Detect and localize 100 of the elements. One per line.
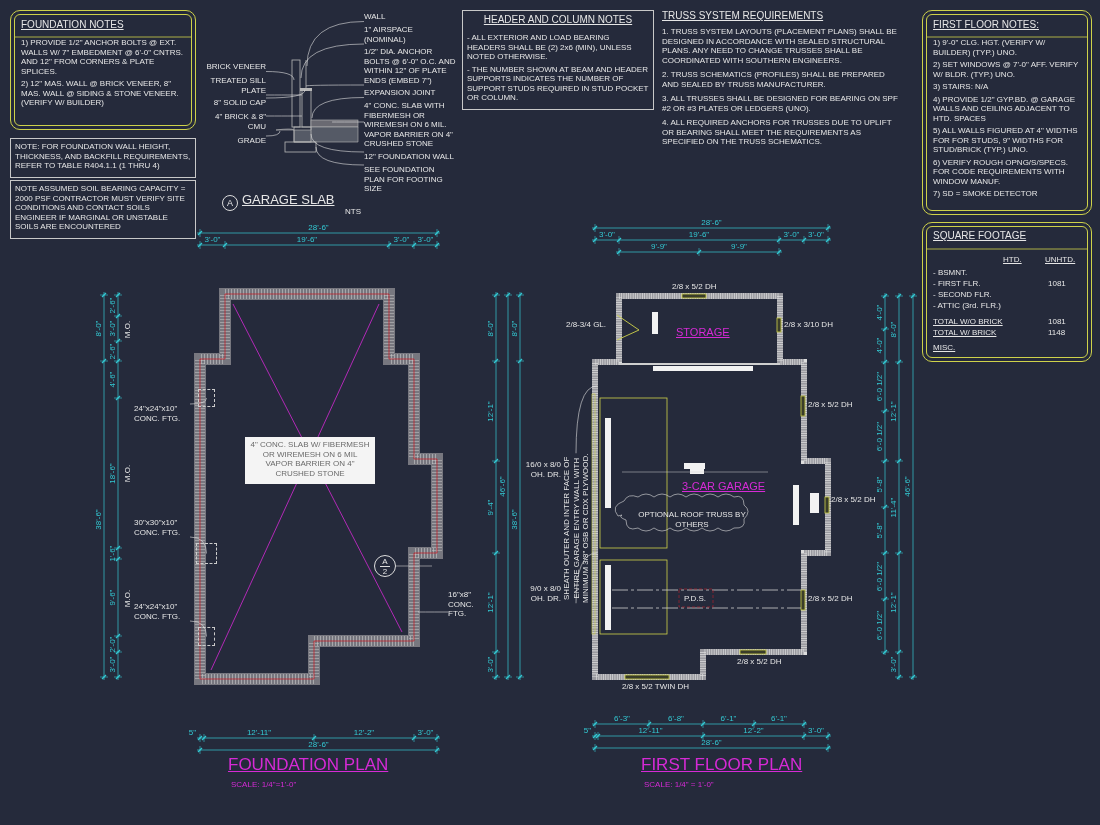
callout-text: GRADE [198, 136, 266, 146]
dimension-note: M.O. [122, 464, 132, 482]
dimension-text: 8'-0" [93, 320, 103, 336]
dimension-text: 46'-6" [497, 475, 507, 497]
dimension-text: 12'-11" [638, 726, 663, 735]
leader-line [575, 552, 598, 604]
note-text: 3. ALL TRUSSES SHALL BE DESIGNED FOR BEARING ON SPF #2 OR #3 PLATES OR LEDGERS (UNO). [662, 94, 899, 113]
callout-text: EXPANSION JOINT [364, 88, 456, 98]
table-text: - SECOND FLR. [933, 290, 992, 300]
notes-panel [10, 10, 196, 130]
note-text: 4" CONC. SLAB W/ FIBERMESH OR WIREMESH ON 6 MIL VAPOR BARRIER ON 4" CRUSHED STONE [249, 440, 371, 478]
notes-heading: SQUARE FOOTAGE [933, 231, 1027, 241]
dimension-text: 19'-6" [296, 235, 318, 244]
window-label: 2/8 x 5/2 DH [737, 657, 782, 667]
dimension-text: 8'-0" [509, 320, 519, 336]
dimension-text: 8'-0" [485, 320, 495, 336]
window-label: 2/8 x 5/2 DH [672, 282, 717, 292]
dimension-text: 12'-11" [246, 728, 272, 737]
dimension-text: 2'-0" [107, 636, 117, 652]
callout-text: 4" CONC. SLAB WITH FIBERMESH OR WIREMESH ON 6 MIL. VAPOR BARRIER ON 4" CRUSHED STONE [364, 101, 456, 149]
dimension-text: 3'-0" [599, 230, 615, 239]
dimension-text: 11'-4" [888, 497, 898, 517]
section-marker [374, 555, 396, 577]
note-text: - ALL EXTERIOR AND LOAD BEARING HEADERS SHALL BE (2) 2x6 (MIN), UNLESS NOTED OTHERWISE. [467, 33, 633, 62]
leader-line [311, 97, 365, 119]
dimension-text: 1'-6" [107, 545, 117, 562]
window-label: 2/8 x 5/2 DH [808, 400, 853, 410]
callout-text: 12" FOUNDATION WALL [364, 152, 456, 162]
callout-text: 24"x24"x10" CONC. FTG. [134, 404, 190, 423]
leader-line [265, 89, 306, 99]
leader-line [189, 397, 207, 405]
dimension-text: 3'-0" [485, 656, 495, 673]
dimension-text: 3'-0" [204, 235, 221, 244]
door-label: 9/0 x 8/0 OH. DR. [529, 584, 561, 603]
dimension-text: 18'-6" [107, 462, 117, 484]
note-text: 1. TRUSS SYSTEM LAYOUTS (PLACEMENT PLANS) SHALL BE DESIGNED IN ACCORDANCE WITH SEALED STRUCTURAL PLANS. ANY NEED TO CHANGE TRUSSES SHALL BE COORDINATED WITH SOUTHERN ENGINEERS. [662, 27, 898, 65]
dimension-text: 12'-1" [485, 592, 495, 613]
note-text: - THE NUMBER SHOWN AT BEAM AND HEADER SUPPORTS INDICATES THE NUMBER OF SUPPORT STUDS REQUIRED IN STUD POCKET OR COLUMN. [467, 64, 649, 103]
note-box [462, 10, 654, 110]
leader-line [265, 71, 295, 81]
plan-note: P.D.S. [684, 594, 707, 604]
table-text: - FIRST FLR. [933, 279, 981, 289]
leader-line [417, 611, 449, 613]
notes-panel [922, 222, 1092, 362]
note-text: 4) PROVIDE 1/2" GYP.BD. @ GARAGE WALLS AND CEILING ADJACENT TO HTD. SPACES [933, 94, 1076, 123]
dimension-text: 5" [188, 728, 196, 737]
dimension-text: 12'-2" [743, 726, 764, 735]
note-text: NOTE: FOR FOUNDATION WALL HEIGHT, THICKNESS, AND BACKFILL REQUIREMENTS, REFER TO TABLE R404.1.1 (1 THRU 4) [15, 142, 191, 171]
window-label: 2/8 x 5/2 DH [831, 495, 876, 505]
dimension-text: 12'-2" [353, 728, 375, 737]
callout-text: 1/2" DIA. ANCHOR BOLTS @ 6'-0" O.C. AND WITHIN 12" OF PLATE ENDS (EMBED 7") [364, 47, 456, 85]
dimension-text: 5'-8" [874, 522, 884, 538]
callout-text: 8" SOLID CAP [198, 98, 266, 108]
dimension-note: M.O. [122, 320, 132, 338]
leader-line [575, 385, 598, 454]
leader-line [306, 21, 365, 67]
dimension-text: 28'-6" [701, 218, 722, 227]
scale-note: SCALE: 1/4" = 1'-0" [644, 780, 714, 790]
dimension-text: 3'-0" [783, 230, 800, 239]
leader-line [315, 146, 365, 166]
wall-section-drawing [274, 58, 360, 154]
dimension-text: 4'-0" [874, 337, 884, 354]
dimension-text: 6'-0 1/2" [874, 371, 884, 402]
dimension-text: 9'-6" [107, 589, 117, 606]
dimension-text: 3'-0" [107, 320, 117, 337]
note-text: 2) SET WINDOWS @ 7'-0" AFF. VERIFY W/ BLDR. (TYP.) UNO. [933, 60, 1080, 79]
dimension-text: 6'-0 1/2" [874, 610, 884, 641]
table-text: TOTAL W/ BRICK [933, 328, 997, 338]
dimension-text: 6'-1" [720, 714, 737, 723]
dimension-text: 12'-1" [888, 401, 898, 422]
detail-title: GARAGE SLAB [242, 193, 335, 208]
marker-text: A [380, 557, 390, 567]
callout-text: 1" AIRSPACE (NOMINAL) [364, 25, 456, 44]
scale-note: NTS [345, 207, 361, 217]
dimension-text: 6'-1" [771, 714, 787, 723]
table-text: UNHTD. [1045, 255, 1076, 265]
table-text: HTD. [1003, 255, 1022, 265]
dimension-text: 6'-8" [668, 714, 684, 723]
dimension-text: 2'-6" [107, 343, 117, 359]
window-label: 2/8-3/4 GL. [566, 320, 607, 330]
dimension-text: 28'-6" [308, 740, 329, 749]
leader-line [265, 94, 303, 96]
callout-text: SEE FOUNDATION PLAN FOR FOOTING SIZE [364, 165, 456, 194]
table-value: 1148 [1048, 328, 1066, 338]
dimension-text: 19'-6" [688, 230, 710, 239]
callout-text: 4" BRICK & 8" CMU [198, 112, 266, 131]
dimension-text: 46'-6" [902, 476, 912, 497]
table-text: MISC. [933, 343, 956, 353]
dimension-text: 12'-1" [485, 400, 495, 422]
dimension-text: 3'-0" [417, 235, 434, 244]
dimension-text: 6'-3" [614, 714, 630, 723]
footing-outline [198, 389, 215, 407]
dimension-text: 6'-0 1/2" [874, 421, 884, 451]
dimension-text: 5'-8" [874, 476, 884, 492]
dimension-text: 38'-6" [93, 508, 103, 530]
dimension-text: 12'-1" [888, 592, 898, 613]
scale-note: SCALE: 1/4"=1'-0" [231, 780, 297, 790]
dimension-note: M.O. [122, 589, 132, 607]
note-box [10, 138, 196, 178]
leader-line [189, 536, 207, 554]
